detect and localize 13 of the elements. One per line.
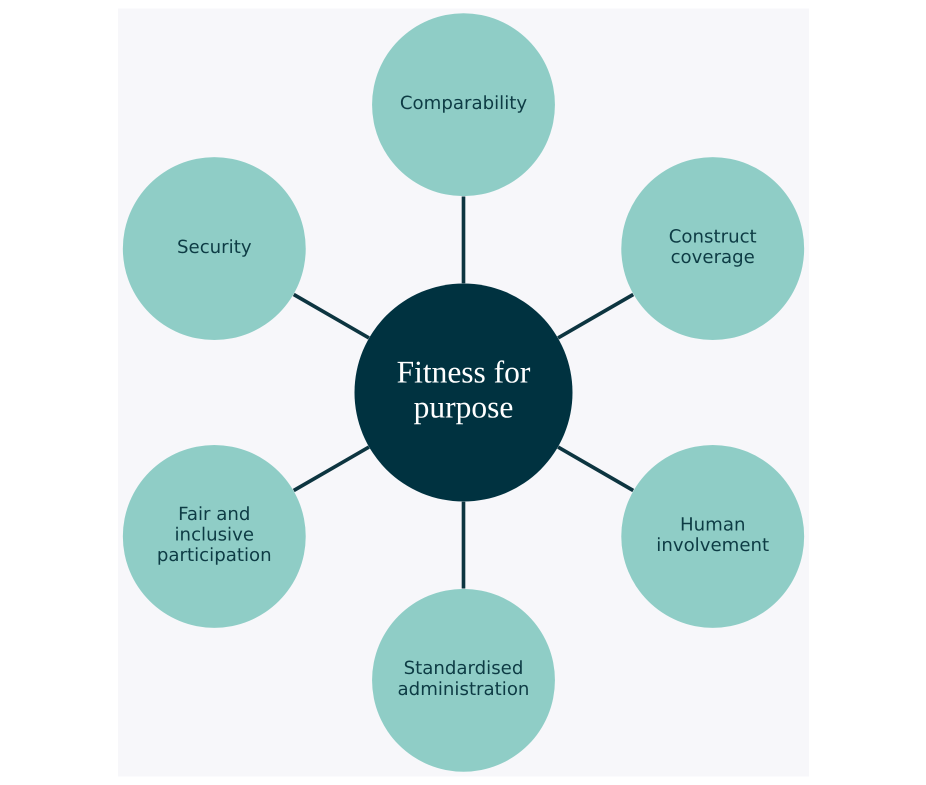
node-circle: Standardised administration [372, 588, 554, 772]
node-circle: Fair and inclusive participation [122, 444, 306, 628]
node-circle: Construct coverage [620, 157, 804, 340]
connector [556, 292, 634, 340]
node-circle: Fitness for purpose [354, 284, 572, 502]
connector [461, 502, 465, 588]
node-circle: Human involvement [620, 444, 804, 628]
connector [556, 446, 634, 492]
node-circle: Comparability [372, 13, 554, 196]
connector [292, 446, 370, 492]
connector [461, 196, 465, 284]
connector [292, 292, 370, 340]
node-circle: Security [122, 157, 306, 340]
